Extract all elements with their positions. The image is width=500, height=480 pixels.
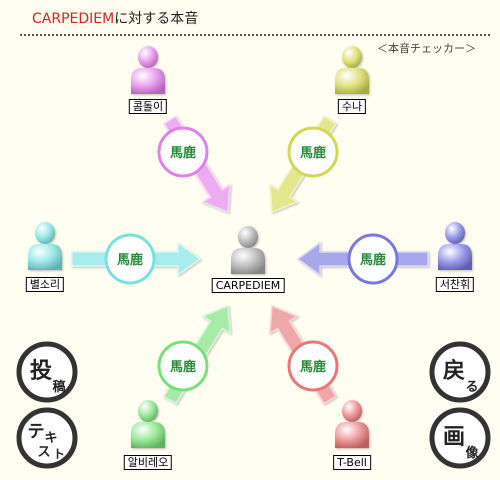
svg-text:キ: キ xyxy=(44,431,57,446)
svg-text:像: 像 xyxy=(465,445,479,461)
opinion-badge-top-right: 馬鹿 xyxy=(287,126,339,178)
user-label-right[interactable]: 서찬휘 xyxy=(435,277,475,292)
person-icon-top-left xyxy=(131,46,165,94)
image-button[interactable]: 画像 xyxy=(429,407,491,469)
svg-text:画: 画 xyxy=(443,425,465,450)
svg-text:ト: ト xyxy=(53,447,65,461)
opinion-badge-top-left: 馬鹿 xyxy=(157,126,209,178)
user-label-top-left[interactable]: 콤돌이 xyxy=(128,99,168,114)
person-icon-top-right xyxy=(335,46,369,94)
opinion-text: 馬鹿 xyxy=(300,145,326,161)
post-button[interactable]: 投稿 xyxy=(16,341,78,403)
svg-text:稿: 稿 xyxy=(52,379,65,395)
opinion-text: 馬鹿 xyxy=(170,359,196,375)
person-icon-right xyxy=(438,222,472,270)
back-button[interactable]: 戻る xyxy=(429,341,491,403)
opinion-badge-left: 馬鹿 xyxy=(104,233,156,285)
opinion-badge-bottom-left: 馬鹿 xyxy=(157,340,209,392)
opinion-badge-right: 馬鹿 xyxy=(347,233,399,285)
text-button[interactable]: テキスト xyxy=(16,407,78,469)
center-user-label: CARPEDIEM xyxy=(211,278,285,293)
user-label-bottom-right[interactable]: T-Bell xyxy=(333,455,371,470)
user-label-left[interactable]: 별소리 xyxy=(25,277,65,292)
title-name: CARPEDIEM xyxy=(32,11,115,27)
person-icon-left xyxy=(28,222,62,270)
title-divider xyxy=(20,34,490,36)
opinion-badge-bottom-right: 馬鹿 xyxy=(287,340,339,392)
title-suffix: に対する本音 xyxy=(114,11,199,27)
svg-text:る: る xyxy=(465,380,478,395)
opinion-text: 馬鹿 xyxy=(170,145,196,161)
page-title: CARPEDIEMに対する本音 xyxy=(32,8,198,28)
opinion-text: 馬鹿 xyxy=(300,359,326,375)
svg-text:テ: テ xyxy=(28,422,45,442)
opinion-text: 馬鹿 xyxy=(117,252,143,268)
center-person-icon xyxy=(231,226,265,274)
svg-text:ス: ス xyxy=(37,445,50,460)
opinion-text: 馬鹿 xyxy=(360,252,386,268)
page-subtitle: ＜本音チェッカー＞ xyxy=(377,42,476,55)
user-label-bottom-left[interactable]: 알비레오 xyxy=(123,455,173,470)
svg-text:投: 投 xyxy=(30,359,52,384)
user-label-top-right[interactable]: 수나 xyxy=(337,99,367,114)
person-icon-bottom-right xyxy=(335,400,369,448)
person-icon-bottom-left xyxy=(131,400,165,448)
svg-text:戻: 戻 xyxy=(443,358,465,384)
